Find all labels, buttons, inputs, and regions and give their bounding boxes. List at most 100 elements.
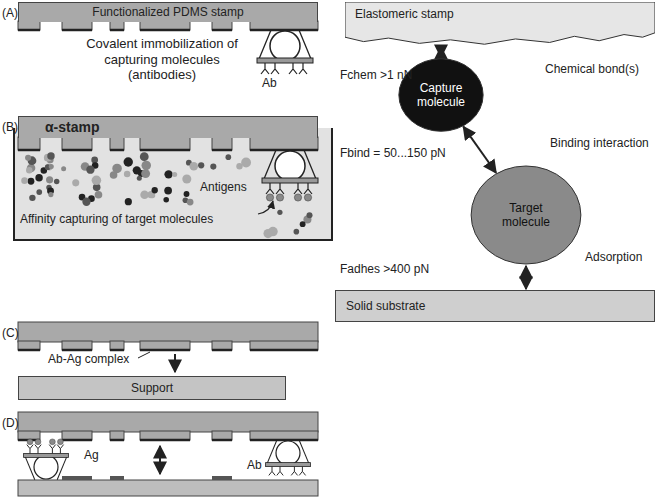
functional-layer xyxy=(140,349,190,352)
antigen-dot xyxy=(124,171,130,177)
antigen-dot xyxy=(189,162,198,171)
functional-layer xyxy=(110,29,124,32)
antigen-dot xyxy=(26,167,32,173)
antigen-dot xyxy=(172,172,177,177)
stroke xyxy=(299,30,311,59)
antibody-icon xyxy=(262,150,318,201)
antigen-dot xyxy=(35,174,42,181)
antigen-dot xyxy=(241,158,251,168)
antigen-dot xyxy=(54,179,60,185)
stamp-band: α-stamp xyxy=(18,116,318,138)
stroke xyxy=(271,63,279,74)
force-label: Fchem >1 nN xyxy=(340,68,412,82)
stamp-relief xyxy=(250,431,318,440)
molecule-body xyxy=(471,166,581,264)
functional-layer xyxy=(212,149,232,152)
stamp-relief xyxy=(110,21,124,30)
stamp-relief xyxy=(140,21,190,30)
substrate-d xyxy=(18,480,318,496)
stroke xyxy=(27,439,33,445)
annotation: Covalent immobilization of capturing mol… xyxy=(84,36,240,83)
stroke xyxy=(25,457,35,480)
force-label: Fbind = 50...150 pN xyxy=(340,146,446,160)
antigen-dot xyxy=(95,191,103,199)
functional-layer xyxy=(110,439,124,442)
antigen-dot xyxy=(137,176,142,181)
callout-label: Ab-Ag complex xyxy=(48,352,129,366)
stroke xyxy=(57,445,63,454)
antigen-dot xyxy=(125,198,132,205)
separation-arrow xyxy=(159,446,161,474)
stamp-c xyxy=(18,322,318,342)
support-plate: Support xyxy=(18,376,286,400)
antigen-dot xyxy=(198,162,204,168)
stamp-relief xyxy=(18,137,40,150)
functional-layer xyxy=(62,349,92,352)
stroke xyxy=(262,178,318,183)
antigen-dot xyxy=(25,155,31,161)
stroke xyxy=(270,31,300,61)
stamp-relief xyxy=(212,431,232,440)
stamp-relief xyxy=(62,21,92,30)
stamp-relief xyxy=(140,341,190,350)
stroke xyxy=(35,439,41,445)
stamp-relief xyxy=(250,21,318,30)
functional-layer xyxy=(62,439,92,442)
functional-layer xyxy=(18,349,40,352)
node-text: Functionalized PDMS stamp xyxy=(92,5,243,19)
stamp-relief xyxy=(212,137,232,150)
transfer-arrow xyxy=(174,354,176,372)
antigen-label: Ag xyxy=(84,448,99,462)
panel-label: (D) xyxy=(2,416,19,430)
antigen-dot xyxy=(72,179,79,186)
antigen-dot xyxy=(92,175,102,185)
functional-layer xyxy=(212,29,232,32)
stroke xyxy=(267,440,277,463)
stroke xyxy=(264,150,276,179)
stamp-body xyxy=(345,2,655,44)
functional-layer xyxy=(62,29,92,32)
panel-label: (A) xyxy=(2,6,18,20)
stroke xyxy=(294,183,302,194)
stroke xyxy=(259,30,271,59)
antigen-dot xyxy=(140,152,149,161)
functional-layer xyxy=(140,149,190,152)
stamp-relief xyxy=(140,137,190,150)
panel-label: (C) xyxy=(2,326,19,340)
stroke xyxy=(277,467,283,476)
stamp-relief xyxy=(62,431,92,440)
antigen-dot xyxy=(124,157,133,166)
stroke xyxy=(58,439,64,445)
stroke xyxy=(50,439,56,445)
stroke xyxy=(276,194,283,201)
functional-layer xyxy=(62,149,92,152)
functional-layer xyxy=(140,439,190,442)
antigen-dot xyxy=(36,189,42,195)
stroke xyxy=(276,441,300,465)
stroke xyxy=(24,453,69,457)
stroke xyxy=(299,467,305,476)
transferred-antigen xyxy=(110,476,124,480)
antigen-dot xyxy=(140,191,149,200)
solid-substrate: Solid substrate xyxy=(335,290,655,322)
antigen-dot xyxy=(61,166,66,171)
stroke xyxy=(291,467,297,476)
bath xyxy=(14,128,332,240)
stamp-relief xyxy=(110,341,124,350)
transferred-antigen xyxy=(62,476,92,480)
stroke xyxy=(266,463,311,467)
antigen-dot xyxy=(294,229,300,235)
stamp-d xyxy=(18,412,318,432)
node-text: Elastomeric stamp xyxy=(355,7,454,21)
interaction-label: Adsorption xyxy=(585,250,642,264)
antigen-dot xyxy=(141,169,150,178)
antibody-label: Ab xyxy=(247,458,262,472)
stroke xyxy=(304,194,311,201)
antibody-label: Ab xyxy=(262,76,277,90)
stroke xyxy=(269,467,275,476)
target-molecule: Target molecule xyxy=(470,165,582,265)
functional-layer xyxy=(250,439,318,442)
antigen-dot xyxy=(300,221,306,227)
antigen-dot xyxy=(225,154,231,160)
stroke xyxy=(304,183,312,194)
